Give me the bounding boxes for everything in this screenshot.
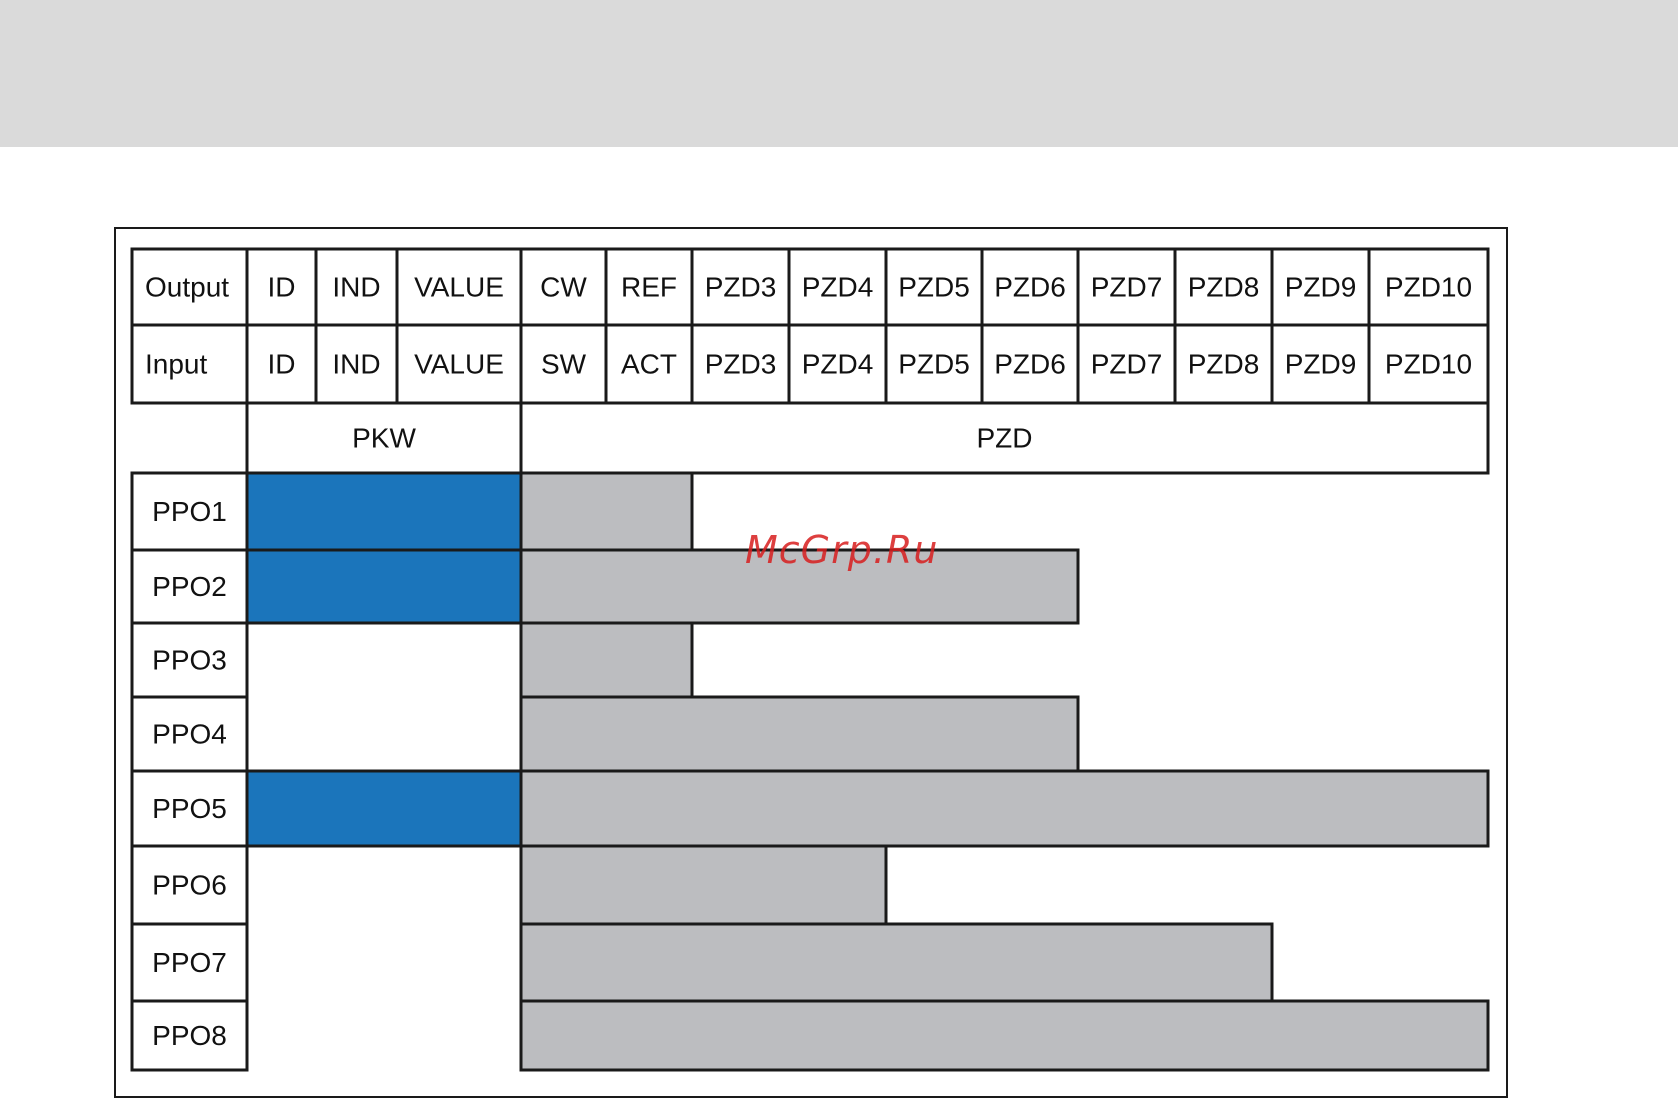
header-cell-label: IND — [332, 349, 380, 380]
header-cell-label: CW — [540, 272, 587, 303]
header-cell-label: SW — [541, 349, 587, 380]
pzd-bar — [521, 473, 692, 550]
header-cell-label: PZD9 — [1285, 272, 1357, 303]
pkw-block — [247, 771, 521, 846]
pzd-bar — [521, 697, 1078, 771]
pzd-group-label: PZD — [977, 423, 1033, 454]
ppo-row-label: PPO5 — [152, 793, 227, 824]
ppo-row-label: PPO6 — [152, 870, 227, 901]
header-cell-label: VALUE — [414, 272, 504, 303]
header-cell-label: PZD9 — [1285, 349, 1357, 380]
pzd-bar — [521, 846, 886, 924]
header-cell-label: PZD4 — [802, 349, 874, 380]
ppo-row-label: PPO7 — [152, 947, 227, 978]
ppo-row-label: PPO2 — [152, 571, 227, 602]
header-cell-label: PZD3 — [705, 349, 777, 380]
header-cell-label: PZD6 — [994, 349, 1066, 380]
header-cell-label: ACT — [621, 349, 677, 380]
header-row-label: Output — [145, 272, 229, 303]
header-cell-label: REF — [621, 272, 677, 303]
pzd-bar — [521, 550, 1078, 623]
header-cell-label: PZD5 — [898, 272, 970, 303]
header-cell-label: VALUE — [414, 349, 504, 380]
header-cell-label: PZD10 — [1385, 272, 1472, 303]
header-cell-label: ID — [268, 349, 296, 380]
header-cell-label: PZD7 — [1091, 272, 1163, 303]
header-cell-label: PZD4 — [802, 272, 874, 303]
header-cell-label: PZD5 — [898, 349, 970, 380]
header-cell-label: PZD8 — [1188, 349, 1260, 380]
group-row-outline — [247, 403, 1488, 473]
pkw-group-label: PKW — [352, 423, 416, 454]
pkw-block — [247, 473, 521, 550]
pzd-bar — [521, 1001, 1488, 1070]
ppo-row-label: PPO3 — [152, 645, 227, 676]
header-cell-label: PZD3 — [705, 272, 777, 303]
header-cell-label: PZD7 — [1091, 349, 1163, 380]
pzd-bar — [521, 771, 1488, 846]
pzd-bar — [521, 623, 692, 697]
header-cell-label: ID — [268, 272, 296, 303]
header-cell-label: PZD6 — [994, 272, 1066, 303]
ppo-row-label: PPO8 — [152, 1020, 227, 1051]
ppo-row-label: PPO1 — [152, 496, 227, 527]
header-row-label: Input — [145, 349, 207, 380]
header-cell-label: PZD10 — [1385, 349, 1472, 380]
header-cell-label: PZD8 — [1188, 272, 1260, 303]
pkw-block — [247, 550, 521, 623]
ppo-row-label: PPO4 — [152, 719, 227, 750]
pzd-bar — [521, 924, 1272, 1001]
header-cell-label: IND — [332, 272, 380, 303]
